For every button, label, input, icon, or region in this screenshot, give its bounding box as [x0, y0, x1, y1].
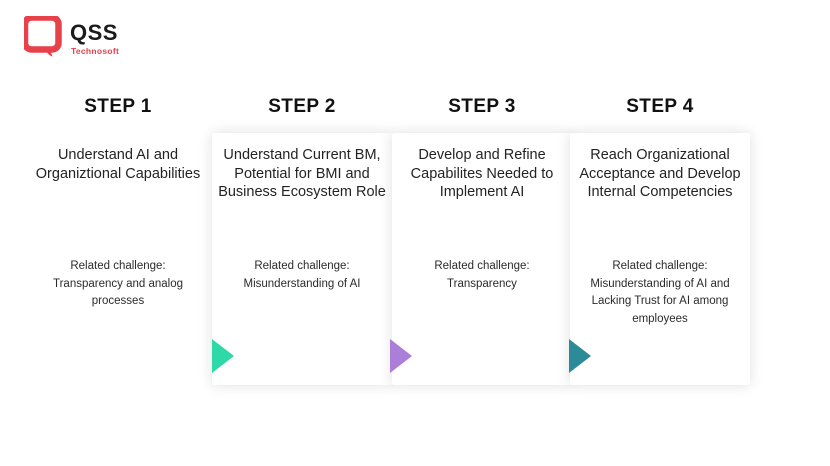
step-4-heading: STEP 4 [626, 96, 694, 117]
step-2-panel: Understand Current BM, Potential for BMI… [212, 133, 392, 385]
connector-arrow-1-icon [212, 339, 234, 373]
step-column-2: STEP 2 Understand Current BM, Potential … [212, 96, 392, 396]
step-column-3: STEP 3 Develop and Refine Capabilites Ne… [392, 96, 572, 396]
step-4-panel: Reach Organizational Acceptance and Deve… [570, 133, 750, 385]
brand-wordmark: QSS Technosoft [70, 16, 119, 56]
brand-name: QSS [70, 20, 118, 45]
step-1-title: Understand AI and Organiztional Capabili… [35, 147, 201, 182]
step-4-challenge: Related challenge: Misunderstanding of A… [590, 260, 730, 325]
step-2-heading: STEP 2 [268, 96, 336, 117]
brand-logo: QSS Technosoft [21, 14, 119, 58]
step-2-challenge: Related challenge: Misunderstanding of A… [243, 260, 361, 290]
process-flow-diagram: STEP 1 Understand AI and Organiztional C… [0, 96, 830, 396]
step-3-challenge: Related challenge: Transparency [434, 260, 530, 290]
step-3-heading: STEP 3 [448, 96, 516, 117]
step-3-title: Develop and Refine Capabilites Needed to… [410, 147, 554, 200]
qss-speech-bubble-logo-icon [21, 14, 62, 58]
step-1-panel: Understand AI and Organiztional Capabili… [28, 133, 208, 385]
step-1-heading: STEP 1 [84, 96, 152, 117]
step-1-challenge: Related challenge: Transparency and anal… [53, 260, 183, 307]
step-column-1: STEP 1 Understand AI and Organiztional C… [28, 96, 208, 396]
step-column-4: STEP 4 Reach Organizational Acceptance a… [570, 96, 750, 396]
connector-arrow-2-icon [390, 339, 412, 373]
connector-arrow-3-icon [569, 339, 591, 373]
brand-tagline: Technosoft [71, 46, 120, 56]
step-2-title: Understand Current BM, Potential for BMI… [218, 147, 386, 200]
step-4-title: Reach Organizational Acceptance and Deve… [579, 147, 741, 200]
step-3-panel: Develop and Refine Capabilites Needed to… [392, 133, 572, 385]
